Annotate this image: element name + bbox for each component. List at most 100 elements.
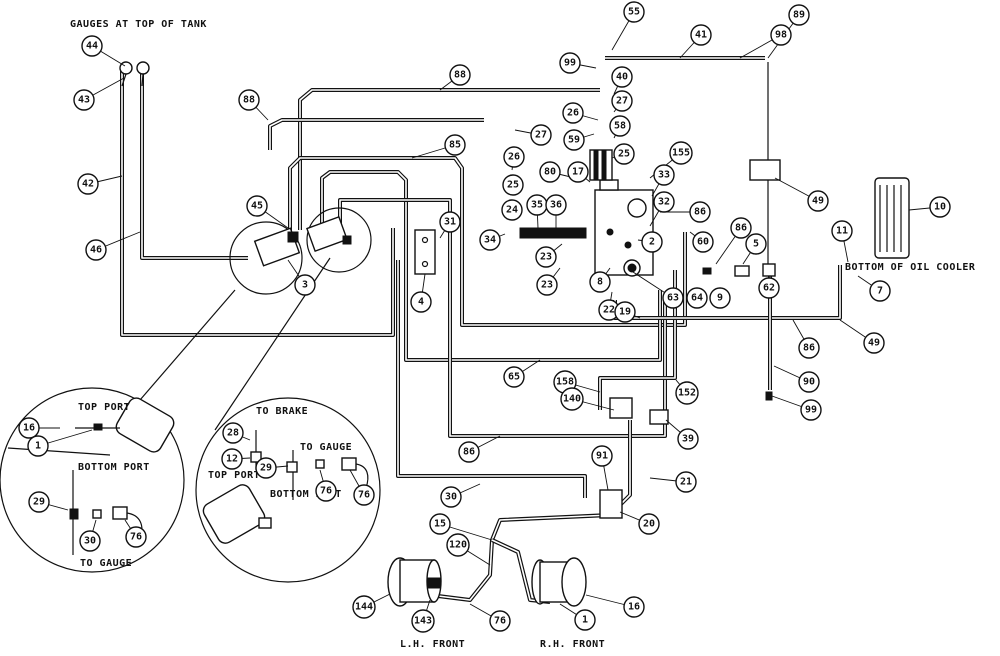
callout-1: 1	[574, 609, 596, 631]
callout-10: 10	[929, 196, 951, 218]
callout-12: 12	[221, 448, 243, 470]
callout-circle	[638, 513, 660, 535]
callout-number: 60	[697, 237, 709, 248]
callout-number: 3	[302, 280, 308, 291]
callout-circle	[535, 246, 557, 268]
callout-circle	[689, 201, 711, 223]
callout-circle	[560, 387, 584, 411]
callout-circle	[623, 596, 645, 618]
callout-number: 27	[616, 96, 628, 107]
to-brake-label: TO BRAKE	[256, 406, 308, 417]
callout-19: 19	[614, 301, 636, 323]
callout-circle	[562, 102, 584, 124]
callout-44: 44	[81, 35, 103, 57]
callout-number: 23	[541, 280, 553, 291]
callout-number: 46	[90, 245, 102, 256]
callout-32: 32	[653, 191, 675, 213]
callout-39: 39	[677, 428, 699, 450]
callout-circle	[574, 609, 596, 631]
brake-rh	[531, 557, 587, 607]
callout-circle	[28, 491, 50, 513]
callout-number: 41	[695, 30, 707, 41]
callout-number: 62	[763, 283, 775, 294]
callout-number: 23	[540, 252, 552, 263]
callout-76: 76	[125, 526, 147, 548]
callout-60: 60	[692, 231, 714, 253]
callout-circle	[246, 195, 268, 217]
callout-circle	[831, 220, 853, 242]
callout-circle	[439, 211, 461, 233]
callout-circle	[591, 445, 613, 467]
callout-98: 98	[770, 24, 792, 46]
callout-number: 25	[618, 149, 630, 160]
callout-circle	[709, 287, 731, 309]
callout-15: 15	[429, 513, 451, 535]
callout-76: 76	[489, 610, 511, 632]
callout-86: 86	[458, 441, 480, 463]
callout-number: 55	[628, 7, 640, 18]
callout-number: 86	[735, 223, 747, 234]
callout-circle	[81, 35, 103, 57]
callout-number: 120	[449, 540, 467, 551]
callout-8: 8	[589, 271, 611, 293]
callout-circle	[613, 143, 635, 165]
callout-number: 39	[682, 434, 694, 445]
lh-front-label: L.H. FRONT	[400, 639, 465, 650]
callout-circle	[770, 24, 792, 46]
callout-33: 33	[653, 164, 675, 186]
callout-circle	[479, 229, 501, 251]
callout-circle	[758, 277, 780, 299]
callout-number: 59	[568, 135, 580, 146]
fittings-right	[599, 263, 776, 519]
callout-24: 24	[501, 199, 523, 221]
callout-number: 64	[691, 293, 703, 304]
callout-86: 86	[730, 217, 752, 239]
callout-number: 17	[572, 167, 584, 178]
callout-number: 29	[260, 463, 272, 474]
callout-circle	[609, 115, 631, 137]
callout-number: 43	[78, 95, 90, 106]
callout-number: 63	[667, 293, 679, 304]
callout-number: 1	[582, 615, 588, 626]
callout-number: 5	[753, 239, 759, 250]
right-top-port-label: TOP PORT	[208, 470, 260, 481]
callout-59: 59	[563, 129, 585, 151]
detail-left: TOP PORT BOTTOM PORT TO GAUGE	[0, 289, 236, 573]
callout-circle	[869, 280, 891, 302]
callout-number: 90	[803, 377, 815, 388]
callout-number: 88	[454, 70, 466, 81]
callout-29: 29	[255, 457, 277, 479]
callout-circle	[501, 199, 523, 221]
callout-99: 99	[559, 52, 581, 74]
callout-number: 65	[508, 372, 520, 383]
callout-143: 143	[411, 609, 435, 633]
callout-number: 34	[484, 235, 496, 246]
callout-80: 80	[539, 161, 561, 183]
callout-26: 26	[562, 102, 584, 124]
callout-circle	[798, 337, 820, 359]
rh-front-label: R.H. FRONT	[540, 639, 605, 650]
callout-number: 19	[619, 307, 631, 318]
callout-49: 49	[863, 332, 885, 354]
brake-valves	[229, 207, 372, 295]
callout-number: 29	[33, 497, 45, 508]
callout-number: 1	[35, 441, 41, 452]
callout-circle	[27, 435, 49, 457]
callout-circle	[623, 1, 645, 23]
callout-7: 7	[869, 280, 891, 302]
callout-circle	[449, 64, 471, 86]
callout-85: 85	[444, 134, 466, 156]
callout-circle	[611, 90, 633, 112]
callout-99: 99	[800, 399, 822, 421]
callout-circle	[800, 399, 822, 421]
callout-number: 86	[803, 343, 815, 354]
callout-76: 76	[353, 484, 375, 506]
callout-number: 76	[320, 486, 332, 497]
callout-number: 7	[877, 286, 883, 297]
callout-58: 58	[609, 115, 631, 137]
callout-number: 4	[418, 297, 424, 308]
callout-120: 120	[446, 533, 470, 557]
callout-circle	[788, 4, 810, 26]
